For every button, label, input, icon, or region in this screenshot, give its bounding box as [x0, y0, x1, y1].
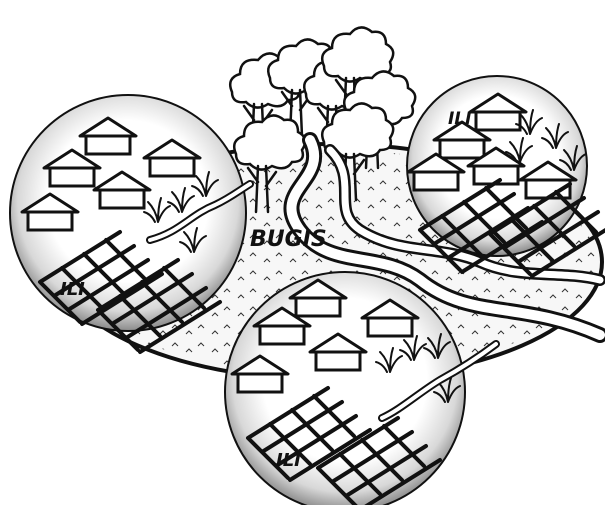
ili-right-circle: ILI: [407, 76, 605, 276]
bugis-label: BUGIS: [250, 227, 327, 252]
ili-label-bottom: ILI: [276, 450, 301, 471]
ili-label-right: ILI: [448, 109, 471, 129]
ili-label-left: ILI: [60, 279, 85, 300]
